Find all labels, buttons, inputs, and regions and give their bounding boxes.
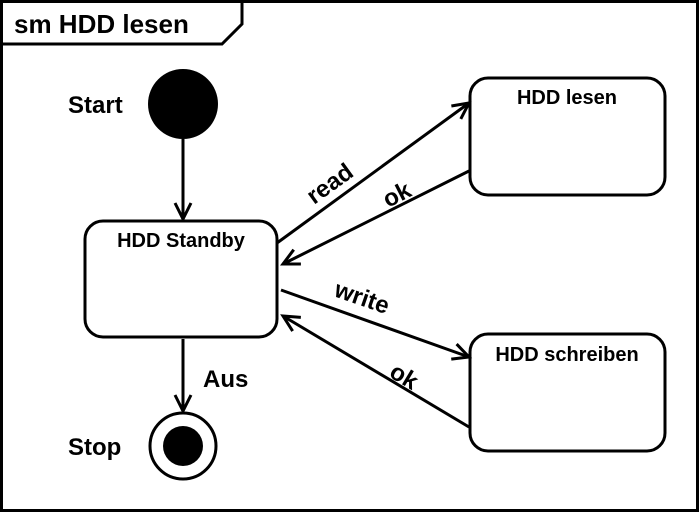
transition-ok-from-lesen (280, 169, 470, 266)
state-hdd-lesen-label: HDD lesen (517, 87, 617, 109)
start-node (148, 69, 218, 139)
transition-aus-label: Aus (203, 366, 248, 393)
transition-write (280, 288, 473, 361)
frame-title: sm HDD lesen (14, 9, 189, 39)
state-hdd-lesen: HDD lesen (468, 76, 667, 197)
start-label: Start (68, 92, 123, 119)
state-hdd-schreiben-label: HDD schreiben (495, 344, 638, 366)
state-hdd-schreiben: HDD schreiben (468, 332, 667, 453)
state-hdd-standby-label: HDD Standby (117, 230, 246, 252)
frame-title-tab: sm HDD lesen (1, 1, 244, 46)
stop-node (148, 411, 218, 481)
transition-read (276, 101, 472, 245)
stop-label: Stop (68, 434, 121, 461)
transition-ok-from-schreiben (280, 314, 470, 429)
state-hdd-standby: HDD Standby (83, 219, 279, 339)
